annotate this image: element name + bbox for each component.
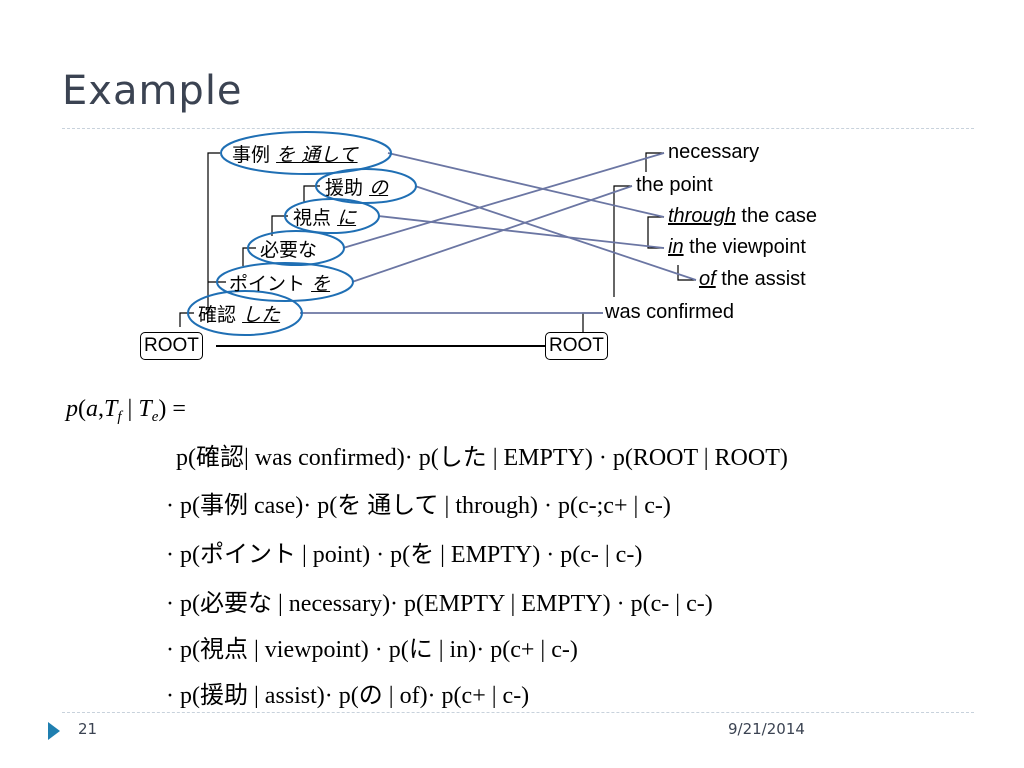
jp-word-pointo: ポイント を [229,273,331,295]
en-word-necessary: necessary [668,141,760,163]
japanese-ellipses [187,131,417,336]
root-node-left: ROOT [140,332,203,360]
formula-line-5: · p(視点 | viewpoint) · p(に | in)· p(c+ | … [166,637,578,663]
formula-line-2: · p(事例 case)· p(を 通して | through) · p(c-;… [166,493,671,519]
jp-word-hitsuyouna: 必要な [260,239,318,261]
page-number: 21 [78,720,98,738]
formula-line-4: · p(必要な | necessary)· p(EMPTY | EMPTY) ·… [166,591,713,617]
play-arrow-icon [48,722,60,740]
left-tree-lines [179,152,320,327]
jp-word-enjo: 援助 の [325,177,389,199]
jp-word-kakunin: 確認 した [198,304,281,326]
en-word-in-the-viewpoint: in the viewpoint [668,236,806,258]
top-divider [62,128,974,129]
en-word-the-point: the point [636,174,713,196]
en-word-was-confirmed: was confirmed [605,301,734,323]
root-node-right: ROOT [545,332,608,360]
formula-line-3: · p(ポイント | point) · p(を | EMPTY) · p(c- … [166,542,643,568]
slide-date: 9/21/2014 [728,720,805,738]
formula-line-6: · p(援助 | assist)· p(の | of)· p(c+ | c-) [166,683,530,709]
alignment-diagram [179,131,697,347]
formula-line-1: p(確認| was confirmed)· p(した | EMPTY) · p(… [176,445,788,471]
slide-title: Example [62,68,243,114]
en-word-of-the-assist: of the assist [699,268,806,290]
en-word-through-the-case: through the case [668,205,818,227]
jp-word-jirei: 事例 を 通して [232,144,358,166]
jp-word-shiten: 視点 に [293,207,357,229]
bottom-divider [62,712,974,713]
alignment-lines [300,152,697,314]
formula-lhs: p(a,Tf | Te) = [66,396,186,425]
